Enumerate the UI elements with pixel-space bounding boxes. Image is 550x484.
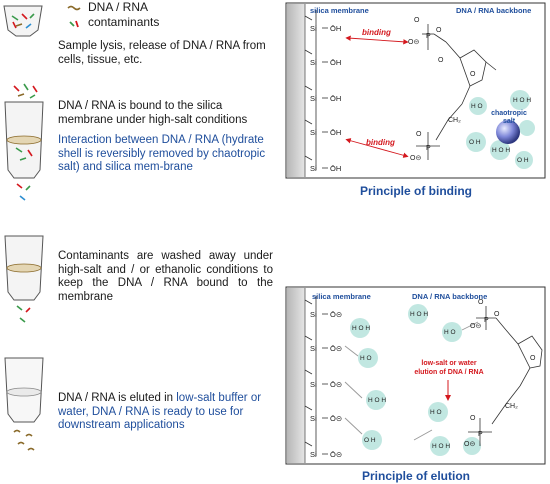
elution-membrane-label: silica membrane — [312, 292, 371, 301]
binding-caption: Principle of binding — [360, 184, 472, 198]
chaotropic-salt-icon — [496, 120, 520, 144]
svg-text:O: O — [438, 57, 444, 64]
svg-text:O⊝: O⊝ — [470, 323, 481, 330]
svg-text:Ō⊝: Ō⊝ — [330, 344, 342, 353]
legend-contaminant-icon — [69, 20, 79, 28]
svg-text:O: O — [530, 355, 536, 362]
svg-text:H O H: H O H — [352, 325, 370, 332]
svg-text:O⊝: O⊝ — [464, 441, 475, 448]
svg-text:O H: O H — [517, 157, 529, 164]
svg-text:H O H: H O H — [432, 443, 450, 450]
binding-label-top: binding — [362, 28, 391, 37]
svg-text:O⊝: O⊝ — [410, 155, 421, 162]
elution-backbone — [468, 306, 543, 446]
svg-text:H O: H O — [360, 355, 372, 362]
svg-text:H O: H O — [444, 329, 456, 336]
svg-text:P: P — [478, 431, 483, 438]
svg-text:ŌH: ŌH — [330, 24, 341, 33]
svg-text:P: P — [426, 33, 431, 40]
svg-text:O: O — [436, 27, 442, 34]
svg-text:Ō⊝: Ō⊝ — [330, 310, 342, 319]
svg-text:H O: H O — [471, 103, 483, 110]
elution-caption: Principle of elution — [361, 469, 470, 483]
step-binding-text: DNA / RNA is bound to the silica membran… — [58, 100, 248, 126]
svg-text:Si: Si — [310, 58, 317, 67]
step-elution-highlight: low-salt buffer or water, DNA / RNA is r… — [58, 392, 262, 431]
tube-elution-icon — [4, 357, 44, 451]
svg-text:O: O — [416, 131, 422, 138]
legend-dna-icon — [67, 5, 81, 11]
svg-text:P: P — [426, 145, 431, 152]
step-wash-text: Contaminants are washed away under high-… — [58, 250, 273, 303]
svg-text:CH₂: CH₂ — [448, 117, 461, 124]
svg-text:Si: Si — [310, 164, 317, 173]
svg-text:O: O — [478, 299, 484, 306]
step-elution-text: DNA / RNA is eluted in low-salt buffer o… — [58, 392, 273, 433]
svg-text:Si: Si — [310, 94, 317, 103]
binding-water-molecules — [466, 90, 535, 169]
svg-text:H O H: H O H — [513, 97, 531, 104]
svg-text:Si: Si — [310, 414, 317, 423]
svg-text:O H: O H — [469, 139, 481, 146]
elution-water-molecules — [350, 304, 481, 456]
svg-text:ŌH: ŌH — [330, 128, 341, 137]
svg-text:ŌH: ŌH — [330, 94, 341, 103]
svg-text:ŌH: ŌH — [330, 164, 341, 173]
svg-text:O: O — [470, 71, 476, 78]
tube-wash-icon — [4, 235, 44, 323]
svg-text:O: O — [470, 415, 476, 422]
svg-text:Ō⊝: Ō⊝ — [330, 380, 342, 389]
binding-backbone-label: DNA / RNA backbone — [456, 6, 532, 15]
binding-membrane-label: silica membrane — [310, 6, 369, 15]
svg-text:Si: Si — [310, 310, 317, 319]
svg-text:Si: Si — [310, 344, 317, 353]
elution-si-chain — [304, 296, 328, 456]
svg-text:ŌH: ŌH — [330, 58, 341, 67]
svg-text:O: O — [494, 311, 500, 318]
step-binding-note: Interaction between DNA / RNA (hydrate s… — [58, 134, 266, 173]
svg-text:O⊝: O⊝ — [408, 39, 419, 46]
svg-text:Si: Si — [310, 450, 317, 459]
legend-dna-label: DNA / RNA — [88, 0, 149, 14]
svg-text:O: O — [414, 17, 420, 24]
binding-si-chain — [304, 10, 328, 170]
svg-text:Ō⊝: Ō⊝ — [330, 414, 342, 423]
tube-lysis-icon — [3, 5, 43, 37]
svg-text:H O: H O — [430, 409, 442, 416]
tube-binding-icon — [4, 83, 44, 201]
svg-text:H O H: H O H — [492, 147, 510, 154]
binding-label-bottom: binding — [366, 138, 395, 147]
step-elution-plain: DNA / RNA is eluted in — [58, 392, 177, 404]
binding-backbone — [416, 24, 497, 160]
svg-text:H O H: H O H — [410, 311, 428, 318]
svg-text:Si: Si — [310, 380, 317, 389]
svg-text:Ō⊝: Ō⊝ — [330, 450, 342, 459]
svg-text:P: P — [484, 317, 489, 324]
legend-contaminants-label: contaminants — [88, 15, 160, 29]
step-lysis-text: Sample lysis, release of DNA / RNA from … — [58, 40, 266, 66]
svg-text:O H: O H — [364, 437, 376, 444]
svg-text:Si: Si — [310, 128, 317, 137]
svg-text:H O H: H O H — [368, 397, 386, 404]
svg-text:Si: Si — [310, 24, 317, 33]
svg-text:CH₂: CH₂ — [505, 403, 518, 410]
elution-backbone-label: DNA / RNA backbone — [412, 292, 488, 301]
